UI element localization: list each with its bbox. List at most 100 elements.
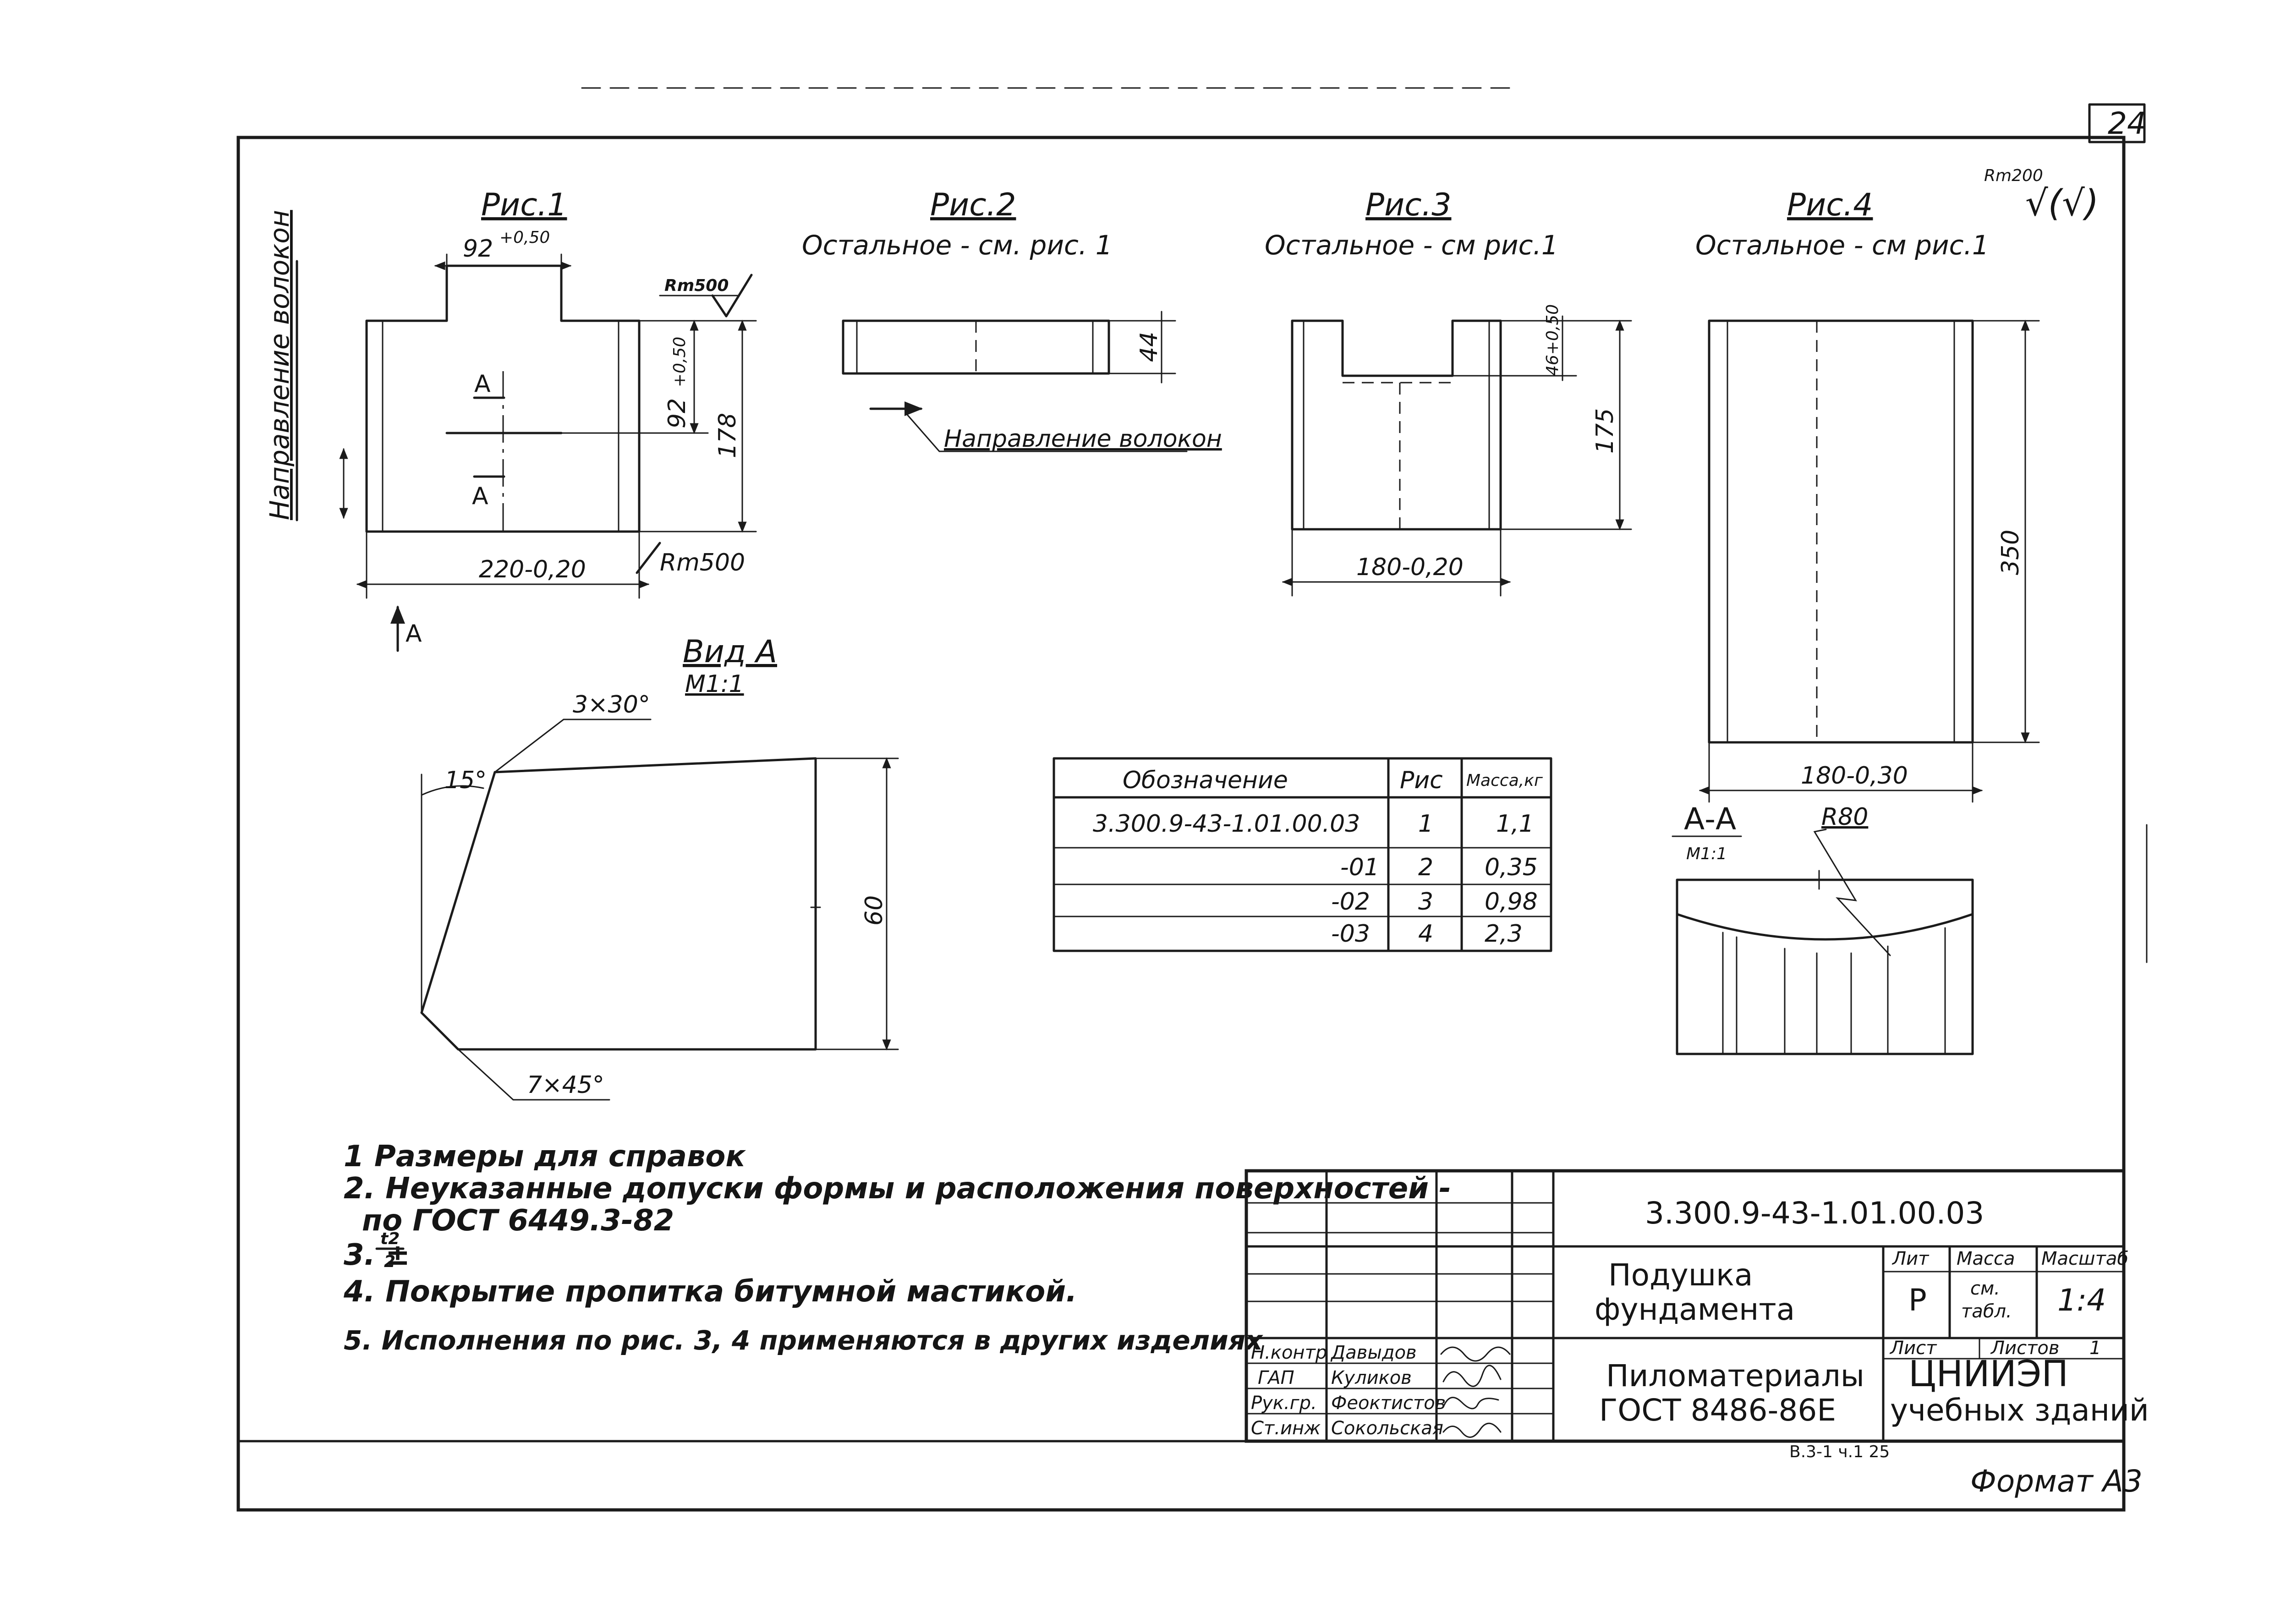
fig1-dim-height-text: 178 <box>714 413 741 458</box>
fig4-outline <box>1708 319 1974 744</box>
section-radius: R80 <box>1821 803 1868 831</box>
tb-sheets-header: Листов <box>1990 1338 2059 1359</box>
section-scale: М1:1 <box>1686 845 1727 863</box>
fig1-section-label-bottom: A <box>472 483 488 510</box>
view-a-title: Вид А <box>683 634 777 670</box>
tb-name-line-2: фундамента <box>1595 1292 1795 1327</box>
fig3-dim-width-text: 180-0,20 <box>1356 554 1464 581</box>
section-a-a: А-А М1:1 R80 <box>1672 801 1974 1055</box>
tb-person: Давыдов <box>1330 1342 1417 1363</box>
fig1-rough-side-text: Rm500 <box>660 549 745 576</box>
fig3-subtitle: Остальное - см рис.1 <box>1265 230 1558 261</box>
tb-person: Сокольская <box>1331 1418 1443 1439</box>
tb-sheets-value: 1 <box>2089 1338 2101 1359</box>
tb-lit-value: Р <box>1908 1283 1927 1318</box>
table-header-designation: Обозначение <box>1123 767 1288 794</box>
table-row: -01 2 0,35 <box>1340 854 1538 881</box>
table-cell-mass: 0,98 <box>1485 888 1538 916</box>
section-title: А-А <box>1684 801 1736 837</box>
figure-4: Рис.4 Остальное - см рис.1 350 180-0,30 <box>1695 187 2040 803</box>
tb-signature <box>1442 1422 1502 1438</box>
section-outline <box>1676 878 1974 1055</box>
archive-code: В.3-1 ч.1 25 <box>1789 1443 1890 1461</box>
format-label: Формат А3 <box>1970 1464 2143 1499</box>
fig1-view-label: A <box>406 620 422 647</box>
table-cell-fig: 3 <box>1418 888 1433 916</box>
tb-material-line-1: Пиломатериалы <box>1606 1358 1864 1394</box>
view-a-outline <box>420 757 817 1051</box>
fig1-rough-side-symbol <box>636 542 661 574</box>
view-a-chamfer-top: 3×30° <box>573 691 650 719</box>
tb-material-line-2: ГОСТ 8486-86Е <box>1599 1393 1836 1428</box>
fig2-title: Рис.2 <box>930 187 1016 223</box>
view-a-angle-arc <box>421 785 484 796</box>
table-cell-fig: 1 <box>1418 810 1433 838</box>
view-a-angle: 15° <box>444 767 487 794</box>
tb-organization-line-2: учебных зданий <box>1890 1393 2149 1428</box>
tb-mass-value-line-1: см. <box>1970 1278 2000 1299</box>
tb-role-row: ГАП Куликов <box>1258 1365 1502 1388</box>
tb-scale-value: 1:4 <box>2057 1283 2106 1318</box>
tb-mass-value-line-2: табл. <box>1961 1301 2012 1322</box>
tb-signature <box>1442 1397 1499 1410</box>
tb-role-row: Н.контр Давыдов <box>1251 1342 1511 1363</box>
table-cell-designation: -01 <box>1340 854 1379 881</box>
tb-role-row: Ст.инж Сокольская <box>1251 1418 1502 1439</box>
fig1-section-label-top: A <box>474 370 491 398</box>
fig2-dim-height-text: 44 <box>1135 332 1163 362</box>
figure-2: Рис.2 Остальное - см. рис. 1 44 Направле… <box>802 187 1222 453</box>
tb-sheet-header: Лист <box>1889 1338 1937 1359</box>
note-3: 3. ± <box>344 1238 410 1272</box>
fig2-subtitle: Остальное - см. рис. 1 <box>802 230 1113 261</box>
view-a-chamfer-bottom-leader <box>457 1048 610 1101</box>
inner-border <box>236 136 2126 1512</box>
view-a-dim-height-text: 60 <box>861 895 888 926</box>
tb-signature <box>1442 1365 1502 1387</box>
table-header-fig: Рис <box>1400 767 1443 794</box>
tb-organization-line-1: ЦНИИЭП <box>1908 1354 2068 1395</box>
tb-name-line-1: Подушка <box>1608 1257 1753 1293</box>
fig3-dim-height-text: 175 <box>1591 408 1619 454</box>
table-row: 3.300.9-43-1.01.00.03 1 1,1 <box>1093 810 1534 838</box>
title-block: 3.300.9-43-1.01.00.03 Подушка фундамента… <box>1244 1169 2149 1443</box>
table-cell-designation: -03 <box>1331 920 1370 948</box>
note-2: 2. Неуказанные допуски формы и расположе… <box>344 1172 1451 1206</box>
fig1-dim-cut-depth-tol: +0,50 <box>670 337 689 387</box>
table-cell-fig: 2 <box>1418 854 1433 881</box>
tb-lit-header: Лит <box>1891 1248 1930 1269</box>
fig3-outline <box>1291 319 1502 531</box>
fig1-dim-cut-depth-text: 92 <box>663 398 691 428</box>
tb-role-row: Рук.гр. Феоктистов <box>1251 1393 1499 1414</box>
tb-role: Рук.гр. <box>1251 1393 1317 1414</box>
fig2-fiber-leader <box>906 414 1188 452</box>
note-3-numerator: t2 <box>380 1229 400 1248</box>
fig3-title: Рис.3 <box>1365 187 1451 223</box>
tb-mass-header: Масса <box>1957 1248 2015 1269</box>
table-cell-mass: 1,1 <box>1496 810 1534 838</box>
figure-1: Рис.1 A A 92 +0,50 92 +0,50 178 220-0,20… <box>264 187 757 652</box>
fig4-subtitle: Остальное - см рис.1 <box>1695 230 1989 261</box>
fig1-dim-cut-width-text: 92 <box>463 235 493 263</box>
table-cell-fig: 4 <box>1418 920 1433 948</box>
section-grain-lines <box>1722 927 1946 1055</box>
section-radius-leader <box>1813 828 1891 956</box>
note-1: 1 Размеры для справок <box>344 1140 746 1174</box>
table-border <box>1053 757 1552 952</box>
fig1-rough-top-symbol <box>711 274 753 318</box>
fig2-fiber-direction: Направление волокон <box>944 425 1222 453</box>
note-3-denominator: 2 <box>384 1252 395 1271</box>
view-a-chamfer-bottom: 7×45° <box>527 1071 604 1099</box>
fig1-outline <box>365 264 641 533</box>
fig3-dim-cut-text: 46+0,50 <box>1543 304 1562 376</box>
table-cell-designation: -02 <box>1331 888 1370 916</box>
sheet-number: 24 <box>2108 106 2146 141</box>
view-a-chamfer-top-leader <box>494 719 652 773</box>
general-roughness-symbol: √(√) <box>2025 183 2099 224</box>
tb-scale-header: Масштаб <box>2041 1248 2128 1269</box>
view-a: Вид А М1:1 60 3×30° 15° 7×45° <box>420 634 899 1101</box>
table-header-mass: Масса,кг <box>1466 771 1543 790</box>
fig1-fiber-direction: Направление волокон <box>264 210 295 520</box>
tb-person: Феоктистов <box>1331 1393 1446 1414</box>
figure-3: Рис.3 Остальное - см рис.1 46+0,50 175 1… <box>1265 187 1632 597</box>
